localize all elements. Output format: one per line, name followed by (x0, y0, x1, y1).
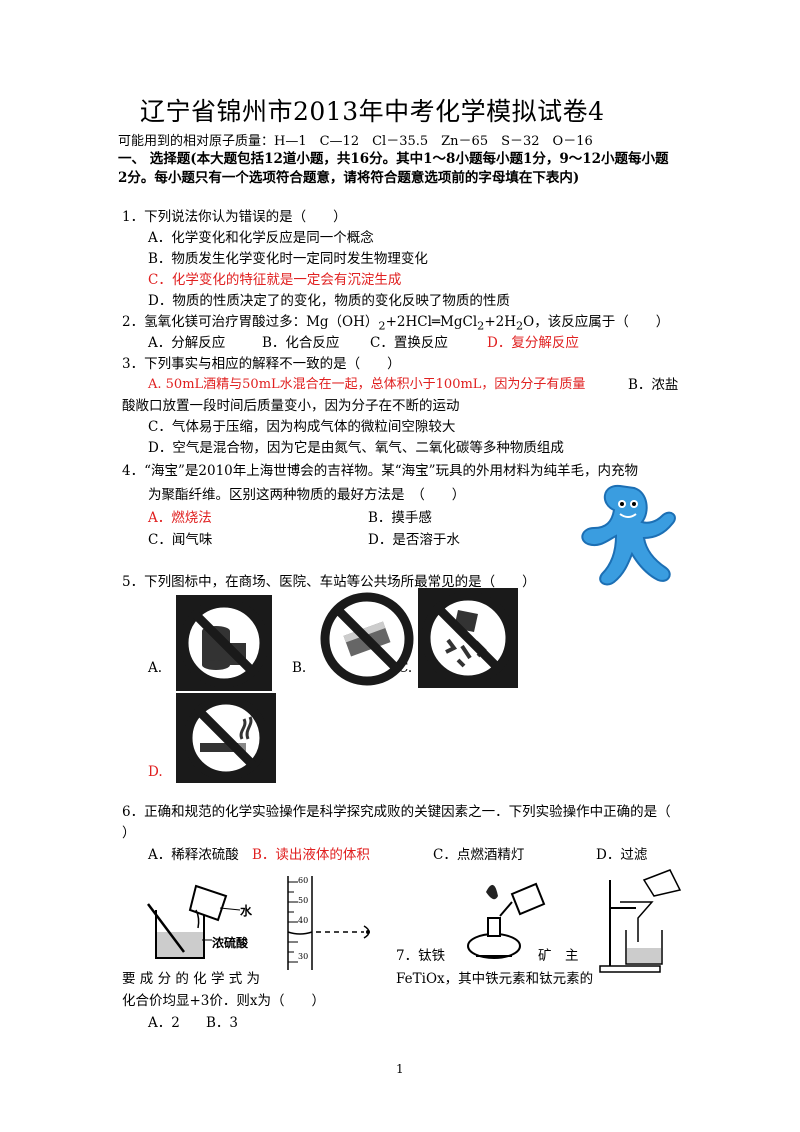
q6-option-a: A．稀释浓硫酸 (148, 847, 239, 863)
graduated-cylinder-diagram (287, 876, 370, 970)
filtration-diagram (599, 869, 682, 973)
q3-option-d: D．空气是混合物，因为它是由氮气、氧气、二氧化碳等多种物质组成 (148, 440, 564, 456)
q2-sub: 2 (378, 319, 386, 333)
q6-option-b: B．读出液体的体积 (252, 847, 370, 863)
section-heading: 一、 选择题(本大题包括12道小题，共16分。其中1～8小题每小题1分，9～12… (118, 150, 669, 188)
q3-option-b: B．浓盐 (628, 377, 679, 393)
q5-stem: 5．下列图标中，在商场、医院、车站等公共场所最常见的是（ ） (122, 574, 536, 590)
q5-option-a: A. (148, 660, 163, 676)
q2-option-c: C．置换反应 (370, 335, 448, 351)
q1-option-c: C．化学变化的特征就是一定会有沉淀生成 (148, 272, 402, 288)
q7-option-b: B．3 (206, 1015, 239, 1031)
q4-stem-2: 为聚酯纤维。区别这两种物质的最好方法是 （ ） (148, 487, 466, 503)
q2-stem-a: 2．氢氧化镁可治疗胃酸过多：Mg（OH） (122, 314, 379, 330)
q7-part-1: 7．钛铁 (396, 948, 446, 964)
q4-option-c: C．闻气味 (148, 532, 213, 548)
label-conc-acid: 浓硫酸 (212, 936, 249, 950)
q7-line-2b: FeTiOx，其中铁元素和钛元素的 (396, 971, 594, 987)
q5-option-b: B. (292, 660, 307, 676)
q2-stem: 2．氢氧化镁可治疗胃酸过多：Mg（OH）2+2HCl═MgCl2+2H2O，该反… (122, 310, 669, 333)
q3-option-a: A. 50mL酒精与50mL水混合在一起，总体积小于100mL，因为分子有质量 (148, 377, 586, 392)
q3-option-b-cont: 酸敞口放置一段时间后质量变小，因为分子在不断的运动 (122, 398, 460, 414)
q1-option-b: B．物质发生化学变化时一定同时发生物理变化 (148, 251, 428, 267)
alcohol-lamp-diagram (467, 882, 546, 959)
q1-option-a: A．化学变化和化学反应是同一个概念 (148, 230, 374, 246)
q6-stem-2: ） (122, 825, 136, 841)
q4-stem-1: 4．“海宝”是2010年上海世博会的吉祥物。某“海宝”玩具的外用材料为纯羊毛，内… (122, 463, 639, 479)
page-title: 辽宁省锦州市2013年中考化学模拟试卷4 (140, 97, 605, 126)
page-number: 1 (396, 1062, 404, 1076)
no-smoking-sign-icon (176, 693, 276, 783)
q2-option-b: B．化合反应 (262, 335, 340, 351)
q1-option-d: D．物质的性质决定了的变化，物质的变化反映了物质的性质 (148, 293, 510, 309)
tick-40: 40 (298, 916, 309, 925)
q7-part-2: 矿 主 (538, 948, 579, 964)
tick-60: 60 (298, 876, 309, 885)
q6-option-c: C．点燃酒精灯 (433, 847, 525, 863)
q2-option-d: D．复分解反应 (487, 335, 579, 351)
dilute-acid-diagram (147, 884, 241, 959)
q5-option-d: D. (148, 764, 163, 780)
q2-stem-d: O，该反应属于（ ） (523, 314, 670, 330)
q7-option-a: A．2 (148, 1015, 180, 1031)
tick-50: 50 (298, 896, 309, 905)
tick-30: 30 (298, 952, 309, 961)
q4-option-a: A．燃烧法 (148, 510, 212, 526)
q4-option-b: B．摸手感 (368, 510, 432, 526)
no-fireworks-sign-icon (418, 588, 518, 688)
q3-option-c: C．气体易于压缩，因为构成气体的微粒间空隙较大 (148, 419, 456, 435)
q4-option-d: D．是否溶于水 (368, 532, 460, 548)
section-line-2: 2分。每小题只有一个选项符合题意，请将符合题意选项前的字母填在下表内) (118, 170, 580, 186)
q7-line-3: 化合价均显+3价．则x为（ ） (122, 993, 326, 1009)
q1-stem: 1．下列说法你认为错误的是（ ） (122, 209, 347, 225)
q6-stem-1: 6．正确和规范的化学实验操作是科学探究成败的关键因素之一．下列实验操作中正确的是… (122, 804, 671, 820)
haibao-mascot-image (581, 484, 676, 586)
q2-option-a: A．分解反应 (148, 335, 226, 351)
section-line-1: 一、 选择题(本大题包括12道小题，共16分。其中1～8小题每小题1分，9～12… (118, 151, 669, 167)
q2-stem-c: +2H (484, 314, 516, 330)
q2-sub: 2 (516, 319, 524, 333)
q2-stem-b: +2HCl═MgCl (385, 314, 478, 330)
q7-line-2a: 要 成 分 的 化 学 式 为 (122, 971, 261, 987)
no-flammable-sign-icon (176, 595, 272, 691)
q6-option-d: D．过滤 (596, 847, 648, 863)
atomic-masses: 可能用到的相对原子质量：H—1 C—12 Cl－35.5 Zn－65 S－32 … (118, 134, 593, 149)
q2-sub: 2 (477, 319, 485, 333)
no-matches-sign-icon (320, 592, 414, 686)
label-water: 水 (240, 904, 253, 918)
q3-stem: 3．下列事实与相应的解释不一致的是（ ） (122, 356, 401, 372)
